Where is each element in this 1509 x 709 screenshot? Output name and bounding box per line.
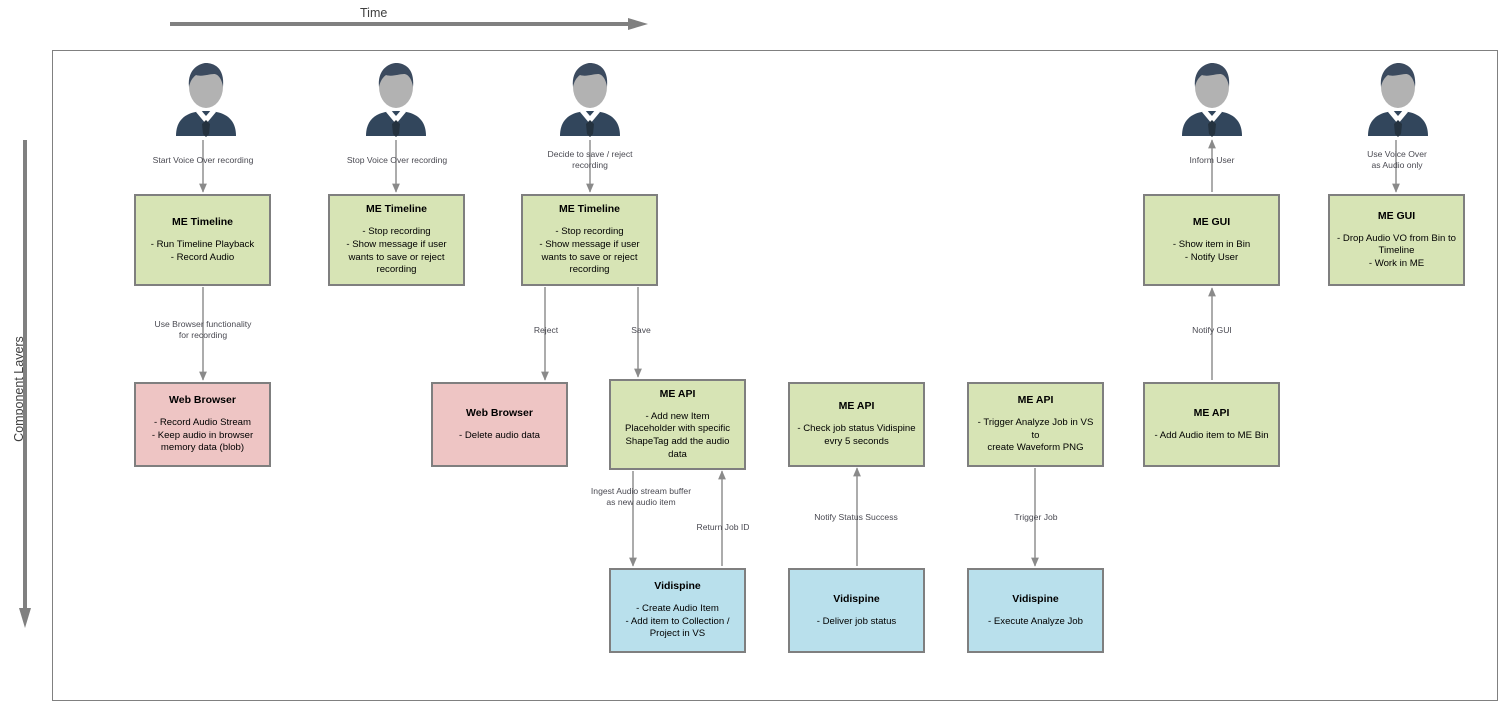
node-body: - Add new Item Placeholder with specific… (624, 410, 731, 460)
businessman-icon (358, 62, 434, 138)
node-title: ME Timeline (558, 203, 621, 216)
component-layers-axis-arrow (19, 140, 31, 628)
diagram-frame (52, 50, 1498, 701)
node-me-api-3[interactable]: ME API - Trigger Analyze Job in VS to cre… (967, 382, 1104, 467)
edge-save: Save (631, 325, 651, 335)
edge-notify-gui: Notify GUI (1192, 325, 1232, 335)
node-web-browser-2[interactable]: Web Browser - Delete audio data (431, 382, 568, 467)
node-title: ME API (659, 387, 696, 400)
node-body: - Stop recording - Show message if user … (346, 226, 447, 276)
node-me-timeline-3[interactable]: ME Timeline - Stop recording - Show messa… (521, 194, 658, 286)
node-title: Vidispine (1012, 592, 1059, 605)
edge-inform-user: Inform User (1189, 155, 1235, 165)
node-body: - Add Audio item to ME Bin (1154, 429, 1269, 441)
time-axis-arrow (170, 18, 648, 30)
edge-ingest: Ingest Audio stream buffer as new audio … (590, 486, 692, 507)
node-title: ME Timeline (365, 203, 428, 216)
node-web-browser-1[interactable]: Web Browser - Record Audio Stream - Keep … (134, 382, 271, 467)
node-title: Vidispine (654, 580, 701, 593)
edge-use-vo-audio: Use Voice Over as Audio only (1367, 149, 1427, 170)
node-title: ME API (838, 400, 875, 413)
node-me-gui-1[interactable]: ME GUI - Show item in Bin - Notify User (1143, 194, 1280, 286)
businessman-icon (552, 62, 628, 138)
node-title: Vidispine (833, 592, 880, 605)
businessman-icon (1174, 62, 1250, 138)
node-body: - Delete audio data (458, 429, 541, 441)
node-title: ME GUI (1377, 209, 1416, 222)
node-body: - Stop recording - Show message if user … (539, 226, 640, 276)
node-body: - Execute Analyze Job (988, 615, 1083, 627)
businessman-icon (168, 62, 244, 138)
node-title: Web Browser (169, 394, 236, 407)
node-title: ME API (1193, 406, 1230, 419)
edge-start-vo: Start Voice Over recording (152, 155, 254, 165)
node-body: - Drop Audio VO from Bin to Timeline - W… (1337, 232, 1456, 269)
node-vidispine-3[interactable]: Vidispine - Execute Analyze Job (967, 568, 1104, 653)
node-body: - Trigger Analyze Job in VS to create Wa… (977, 417, 1094, 454)
time-axis-label: Time (360, 6, 388, 20)
edge-trigger-job: Trigger Job (1014, 512, 1058, 522)
edge-stop-vo: Stop Voice Over recording (346, 155, 448, 165)
node-body: - Check job status Vidispine evry 5 seco… (797, 423, 916, 447)
node-me-api-4[interactable]: ME API - Add Audio item to ME Bin (1143, 382, 1280, 467)
node-body: - Deliver job status (816, 615, 897, 627)
businessman-icon (1360, 62, 1436, 138)
edge-reject: Reject (533, 325, 559, 335)
node-me-api-2[interactable]: ME API - Check job status Vidispine evry … (788, 382, 925, 467)
node-me-gui-2[interactable]: ME GUI - Drop Audio VO from Bin to Timeli… (1328, 194, 1465, 286)
node-title: Web Browser (466, 406, 533, 419)
node-title: ME GUI (1192, 215, 1231, 228)
edge-notify-status: Notify Status Success (814, 512, 898, 522)
node-body: - Run Timeline Playback - Record Audio (150, 238, 255, 263)
node-me-timeline-2[interactable]: ME Timeline - Stop recording - Show messa… (328, 194, 465, 286)
node-title: ME API (1017, 394, 1054, 407)
node-me-timeline-1[interactable]: ME Timeline - Run Timeline Playback - Rec… (134, 194, 271, 286)
node-me-api-1[interactable]: ME API - Add new Item Placeholder with sp… (609, 379, 746, 470)
node-vidispine-2[interactable]: Vidispine - Deliver job status (788, 568, 925, 653)
edge-decide: Decide to save / reject recording (547, 149, 633, 170)
edge-return-job-id: Return Job ID (696, 522, 750, 532)
node-title: ME Timeline (171, 215, 234, 228)
node-body: - Show item in Bin - Notify User (1172, 238, 1251, 263)
node-vidispine-1[interactable]: Vidispine - Create Audio Item - Add item … (609, 568, 746, 653)
edge-use-browser: Use Browser functionality for recording (154, 319, 252, 340)
node-body: - Create Audio Item - Add item to Collec… (625, 603, 730, 640)
node-body: - Record Audio Stream - Keep audio in br… (151, 417, 254, 454)
